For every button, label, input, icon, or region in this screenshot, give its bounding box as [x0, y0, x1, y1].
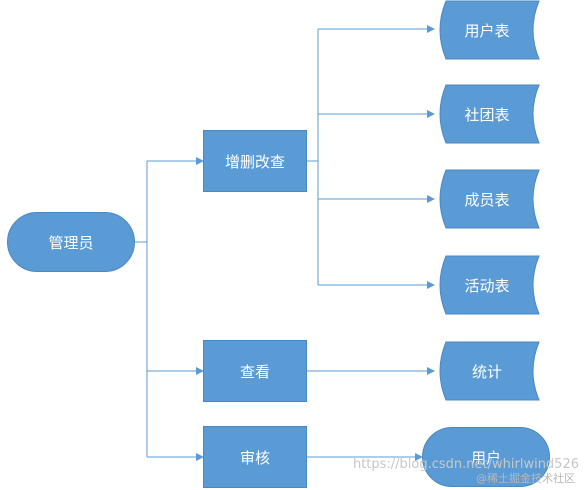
- stored-data-shape: [439, 341, 540, 401]
- watermark-url: https://blog.csdn.net/whirlwind526: [352, 457, 579, 472]
- node-member-table: 成员表: [434, 169, 540, 229]
- node-club-table: 社团表: [434, 84, 540, 144]
- watermark-community: @稀土掘金技术社区: [476, 472, 575, 485]
- stored-data-shape: [439, 84, 540, 144]
- node-club-table-label: 社团表: [464, 105, 510, 124]
- node-admin-label: 管理员: [48, 233, 94, 252]
- node-stats-label: 统计: [471, 362, 502, 381]
- node-member-table-label: 成员表: [464, 190, 510, 209]
- stored-data-shape: [439, 169, 540, 229]
- node-crud-label: 增删改查: [224, 152, 285, 171]
- stored-data-shape: [439, 255, 540, 315]
- node-activity-table: 活动表: [434, 255, 540, 315]
- node-view-label: 查看: [239, 362, 270, 381]
- node-user-label: 用户: [470, 448, 501, 467]
- node-review-label: 审核: [239, 448, 270, 467]
- node-crud: 增删改查: [203, 130, 307, 192]
- node-stats: 统计: [434, 341, 540, 401]
- stored-data-shape: [439, 0, 540, 60]
- node-user: 用户: [422, 427, 550, 487]
- node-admin: 管理员: [7, 212, 135, 272]
- node-review: 审核: [203, 426, 307, 488]
- node-user-table: 用户表: [434, 0, 540, 60]
- node-activity-table-label: 活动表: [464, 276, 510, 295]
- node-user-table-label: 用户表: [464, 21, 510, 40]
- node-view: 查看: [203, 340, 307, 402]
